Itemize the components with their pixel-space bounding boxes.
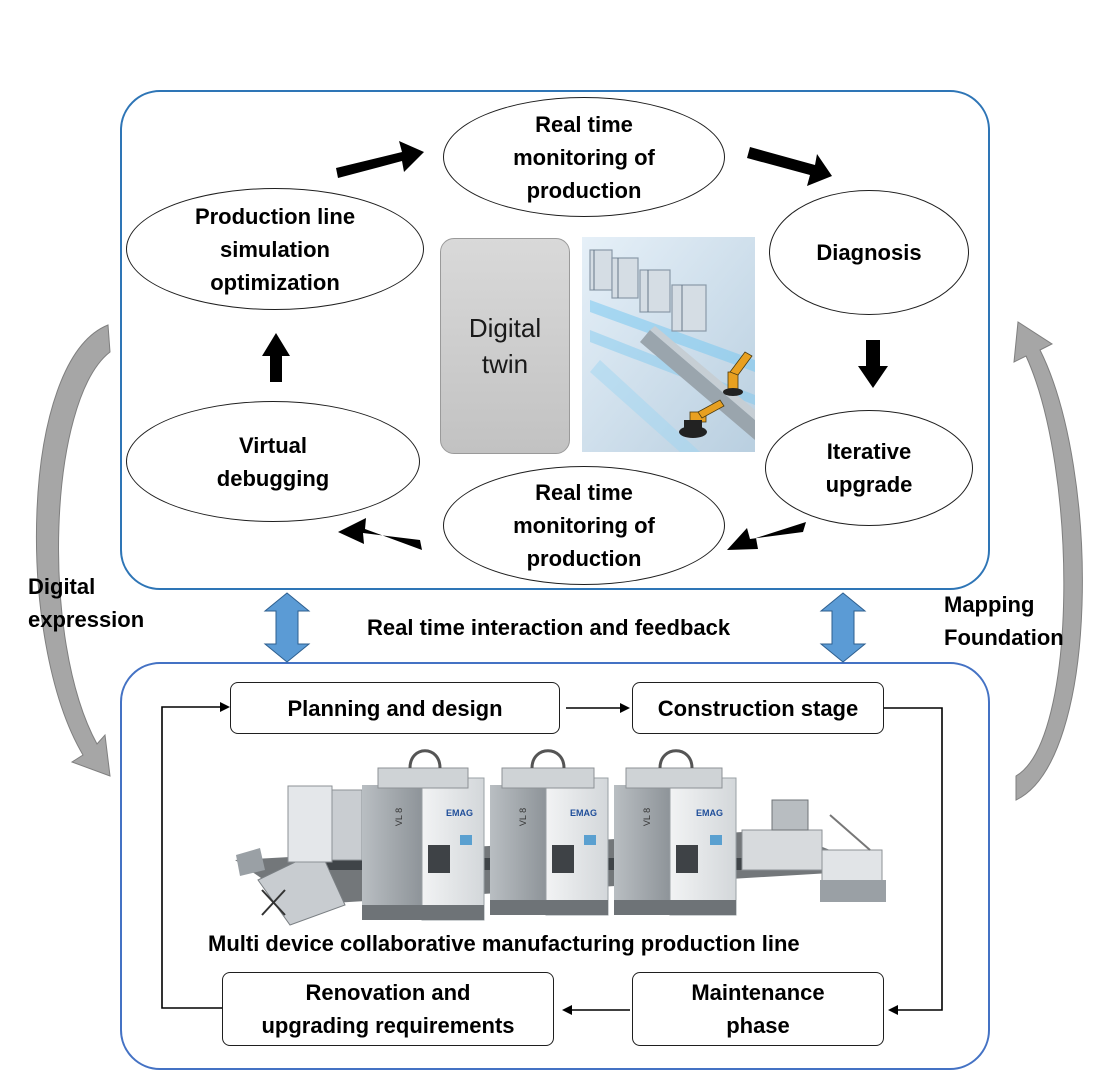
box-construction-stage: Construction stage bbox=[632, 682, 884, 734]
box-planning-design-label: Planning and design bbox=[287, 695, 503, 721]
machine-1 bbox=[362, 749, 485, 921]
arrow-sim-to-monitor bbox=[336, 141, 424, 178]
box-renovation-upgrading: Renovation and upgrading requirements bbox=[222, 972, 554, 1046]
node-diagnosis-label: Diagnosis bbox=[816, 240, 922, 265]
machine-1-badge: EMAG bbox=[446, 808, 473, 818]
digital-twin-block: Digital twin bbox=[440, 238, 570, 454]
machine-2-model: VL 8 bbox=[518, 807, 529, 827]
machine-3-badge: EMAG bbox=[696, 808, 723, 818]
digital-expression-label: Digital expression bbox=[28, 574, 145, 632]
box-construction-stage-label: Construction stage bbox=[657, 695, 859, 721]
machine-1-model: VL 8 bbox=[394, 807, 405, 827]
box-planning-design: Planning and design bbox=[230, 682, 560, 734]
box-maintenance-phase: Maintenance phase bbox=[632, 972, 884, 1046]
machine-3 bbox=[614, 749, 737, 916]
arrow-digital-expression bbox=[36, 324, 111, 777]
machine-2-badge: EMAG bbox=[570, 808, 597, 818]
node-monitoring-top-label: Real time monitoring of production bbox=[513, 111, 655, 203]
mapping-foundation-label: Mapping Foundation bbox=[944, 592, 1064, 650]
box-renovation-upgrading-label: Renovation and upgrading requirements bbox=[261, 980, 515, 1038]
node-diagnosis: Diagnosis bbox=[769, 190, 969, 315]
node-virtual-debugging-label: Virtual debugging bbox=[216, 432, 330, 491]
node-monitoring-top: Real time monitoring of production bbox=[443, 97, 725, 217]
handling-station bbox=[741, 799, 886, 902]
node-monitoring-bottom-label: Real time monitoring of production bbox=[513, 480, 655, 571]
production-line-caption: Multi device collaborative manufacturing… bbox=[208, 931, 800, 956]
arrow-monitor-to-diagnosis bbox=[747, 147, 832, 186]
physical-line-frame bbox=[120, 662, 990, 1070]
arrow-debugging-to-simulation bbox=[262, 333, 290, 382]
arrow-diagnosis-to-upgrade bbox=[858, 340, 888, 388]
interaction-label: Real time interaction and feedback bbox=[367, 615, 731, 640]
node-simulation-optimization-label: Production line simulation optimization bbox=[194, 203, 356, 295]
double-arrow-right bbox=[819, 592, 867, 663]
machine-2 bbox=[490, 749, 609, 916]
node-monitoring-bottom: Real time monitoring of production bbox=[443, 466, 725, 585]
node-virtual-debugging: Virtual debugging bbox=[126, 401, 420, 522]
arrow-mapping-foundation bbox=[1013, 321, 1083, 801]
box-maintenance-phase-label: Maintenance phase bbox=[691, 980, 825, 1038]
arrow-monitor-to-debugging bbox=[338, 518, 422, 550]
machine-3-model: VL 8 bbox=[642, 807, 653, 827]
double-arrow-left bbox=[263, 592, 311, 663]
node-iterative-upgrade-label: Iterative upgrade bbox=[825, 439, 913, 497]
node-iterative-upgrade: Iterative upgrade bbox=[765, 410, 973, 526]
arrow-upgrade-to-monitor bbox=[727, 522, 806, 550]
digital-twin-frame bbox=[120, 90, 990, 590]
node-simulation-optimization: Production line simulation optimization bbox=[126, 188, 424, 310]
digital-twin-label: Digital twin bbox=[468, 313, 542, 379]
